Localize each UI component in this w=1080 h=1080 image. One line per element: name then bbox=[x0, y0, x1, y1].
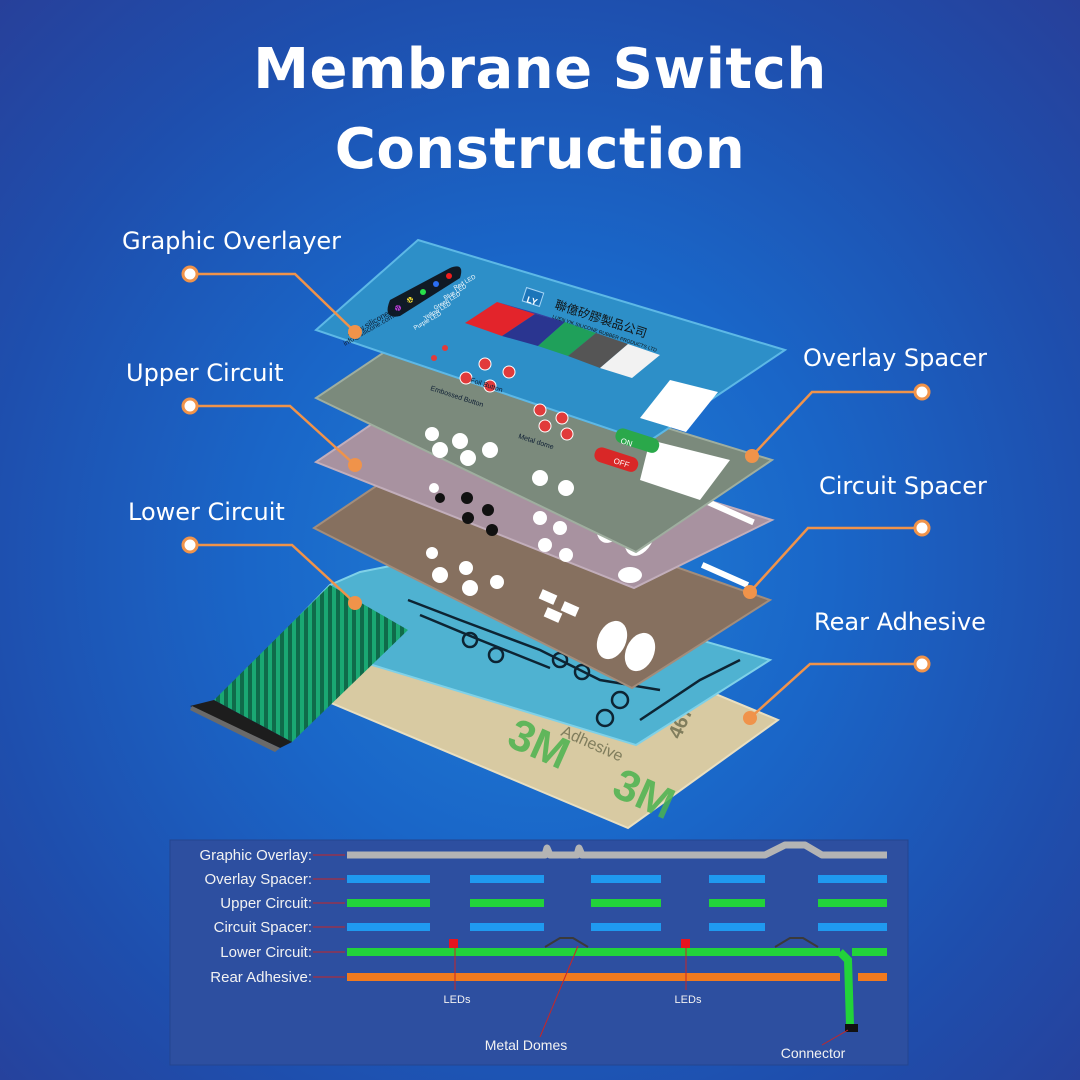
layer-label-lower-circuit: Lower Circuit: bbox=[220, 944, 312, 961]
annotation-leds-left: LEDs bbox=[444, 994, 471, 1006]
label-overlay-spacer: Overlay Spacer bbox=[803, 344, 987, 372]
layer-label-circuit-spacer: Circuit Spacer: bbox=[214, 919, 312, 936]
layer-label-overlay-spacer: Overlay Spacer: bbox=[204, 871, 312, 888]
section-overlay-spacer bbox=[347, 875, 887, 883]
annotation-leds-right: LEDs bbox=[675, 994, 702, 1006]
annotation-metal-domes: Metal Domes bbox=[485, 1037, 567, 1053]
layer-label-upper-circuit: Upper Circuit: bbox=[220, 895, 312, 912]
label-leaders bbox=[313, 854, 345, 978]
title-line-2: Construction bbox=[334, 117, 746, 182]
graphic-overlay-layer: Red LED Blue LED Green LED Yellow LED Pu… bbox=[314, 238, 788, 472]
section-leds bbox=[449, 939, 690, 948]
annotation-leaders bbox=[454, 945, 849, 1046]
on-button-label: ON bbox=[619, 436, 633, 448]
callout-endpoints bbox=[181, 265, 931, 673]
circuit-spacer-layer bbox=[312, 468, 773, 690]
section-rear-adhesive bbox=[347, 973, 887, 981]
label-graphic-overlayer: Graphic Overlayer bbox=[122, 227, 342, 255]
label-circuit-spacer: Circuit Spacer bbox=[819, 472, 987, 500]
callout-connectors bbox=[196, 272, 914, 719]
title-line-1: Membrane Switch bbox=[253, 37, 827, 102]
section-lower-circuit bbox=[347, 948, 887, 1026]
page-title: Membrane Switch Construction bbox=[0, 30, 1080, 190]
label-upper-circuit: Upper Circuit bbox=[126, 359, 284, 387]
section-connector bbox=[845, 1024, 858, 1032]
layer-label-graphic-overlay: Graphic Overlay: bbox=[199, 847, 312, 864]
annotation-connector: Connector bbox=[781, 1045, 846, 1061]
section-circuit-spacer bbox=[347, 923, 887, 931]
lower-circuit-layer bbox=[190, 558, 773, 752]
section-upper-circuit bbox=[347, 899, 887, 907]
label-rear-adhesive: Rear Adhesive bbox=[814, 608, 986, 636]
cross-section-panel: Graphic Overlay: Overlay Spacer: Upper C… bbox=[169, 839, 909, 1066]
label-lower-circuit: Lower Circuit bbox=[128, 498, 285, 526]
callout-pointers bbox=[348, 325, 759, 725]
section-graphic-overlay bbox=[347, 841, 887, 859]
section-metal-domes bbox=[544, 937, 819, 948]
layer-label-rear-adhesive: Rear Adhesive: bbox=[210, 969, 312, 986]
company-logo: LY bbox=[525, 294, 538, 307]
